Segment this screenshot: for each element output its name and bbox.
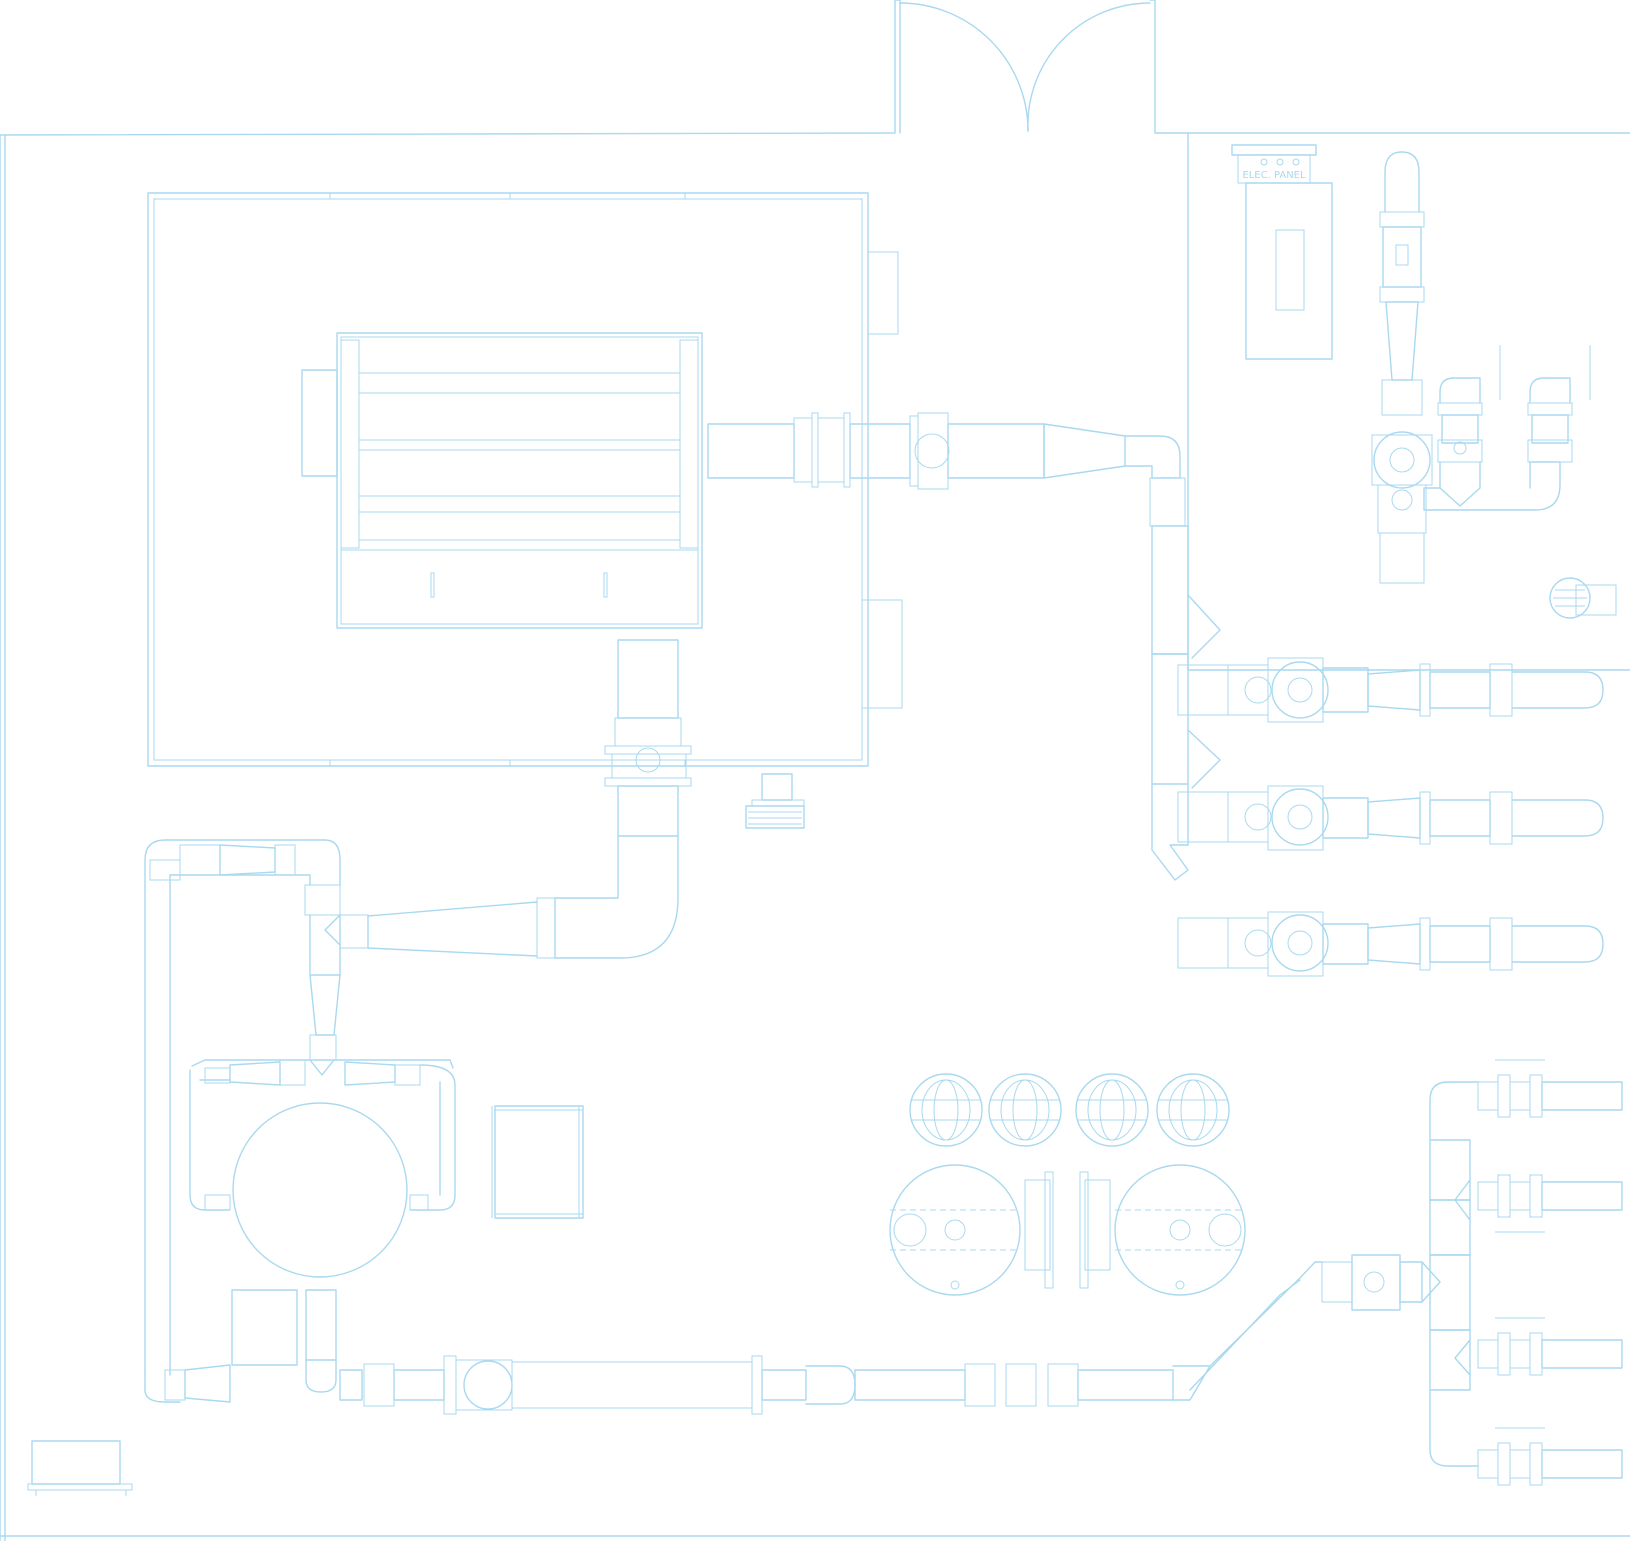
boiler-unit (301, 332, 703, 629)
electrical-panel-label: ELEC. PANEL (1242, 170, 1306, 181)
pump-branch-row-3 (1177, 911, 1604, 977)
boiler-bottom-outlet (367, 639, 692, 959)
filter-grate-3 (1075, 1073, 1149, 1147)
small-tank-unit (745, 773, 805, 829)
manifold-valve-row-4 (1477, 1427, 1623, 1486)
enclosure-frame (147, 192, 903, 767)
check-valve-pair (1423, 345, 1591, 511)
pump-branch-row-1 (1177, 657, 1604, 723)
right-manifold (1421, 1081, 1479, 1467)
bottom-header (144, 1254, 1423, 1415)
vertical-pump-assembly (1371, 151, 1433, 584)
manifold-valve-row-2 (1477, 1174, 1623, 1233)
filter-grate-1 (909, 1073, 983, 1147)
left-return-loop (144, 839, 369, 1376)
electrical-panel: ELEC. PANEL (1231, 144, 1333, 360)
filter-grate-2 (988, 1073, 1062, 1147)
manifold-valve-row-3 (1477, 1317, 1623, 1376)
filter-tank-right (1079, 1164, 1246, 1296)
filter-tank-left (889, 1164, 1054, 1296)
large-tank (189, 1059, 456, 1393)
supply-header (1151, 594, 1221, 881)
boiler-outlet-pipe (707, 412, 1189, 655)
manifold-valve-row-1 (1477, 1059, 1623, 1118)
cabinet-box (491, 1105, 584, 1219)
expansion-tank-small (1549, 577, 1617, 619)
equipment-skid (27, 1440, 133, 1496)
double-door (899, 2, 1151, 132)
filter-grate-4 (1156, 1073, 1230, 1147)
pump-branch-row-2 (1177, 785, 1604, 851)
